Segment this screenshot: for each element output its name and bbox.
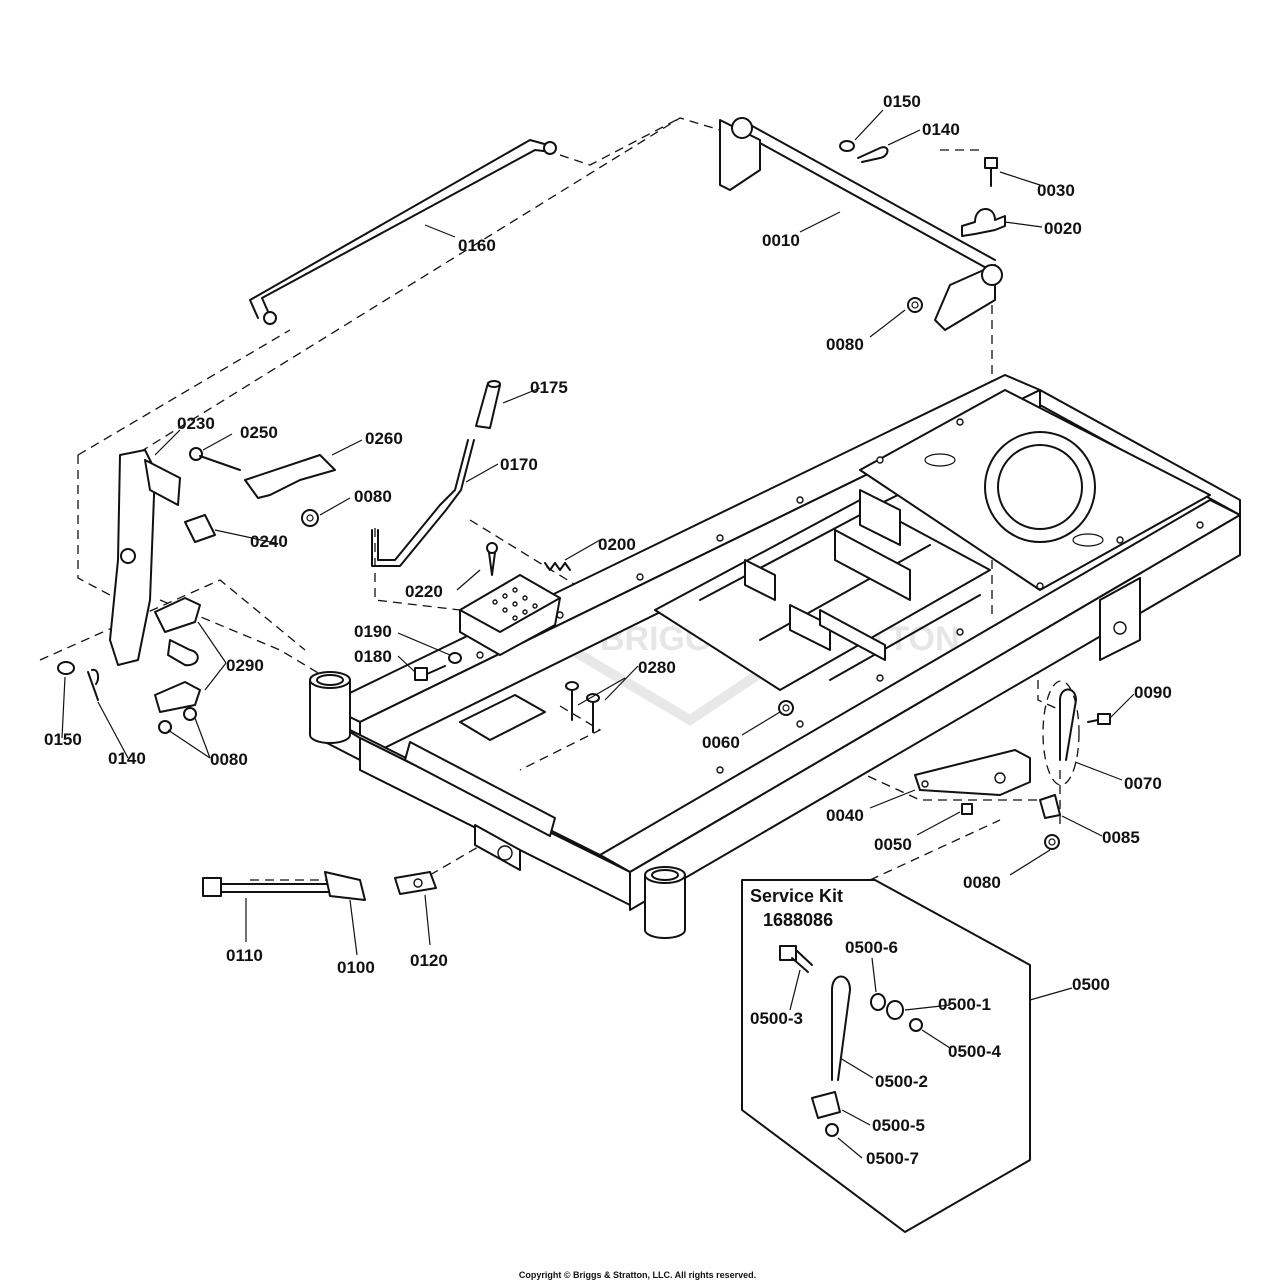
part-0150-washer-left — [57, 661, 75, 675]
mower-frame — [309, 374, 1241, 939]
label-0150-top: 0150 — [883, 92, 921, 111]
part-0060-nut — [778, 700, 794, 716]
part-0280-bolts — [565, 681, 600, 733]
label-0500-6: 0500-6 — [845, 938, 898, 957]
part-0040-bracket — [914, 749, 1031, 796]
label-0500-4: 0500-4 — [948, 1042, 1001, 1061]
label-0190: 0190 — [354, 622, 392, 641]
part-0080-nut-rear — [907, 297, 923, 313]
label-0280: 0280 — [638, 658, 676, 677]
label-0020: 0020 — [1044, 219, 1082, 238]
part-0140-pin-left — [87, 668, 100, 701]
part-0140-pin-top — [857, 146, 889, 163]
label-0180: 0180 — [354, 647, 392, 666]
part-labels: 0150 0140 0030 0020 0010 0160 0080 0175 … — [44, 92, 1172, 1168]
part-0080-nut-bracket — [301, 509, 319, 527]
service-kit-number: 1688086 — [763, 910, 833, 930]
part-0290-clamp — [154, 597, 201, 713]
label-0060: 0060 — [702, 733, 740, 752]
part-0240-spacer — [184, 514, 216, 543]
service-kit-box: Service Kit 1688086 — [741, 879, 1031, 1233]
label-0500: 0500 — [1072, 975, 1110, 994]
part-0110-bolt — [202, 877, 336, 897]
part-0050-bolt — [961, 803, 973, 815]
part-0120-clevis — [394, 871, 437, 895]
part-0160-rod — [249, 139, 557, 325]
label-0080-rear: 0080 — [826, 335, 864, 354]
leader-lines — [61, 109, 1135, 1159]
part-0260-bracket — [244, 454, 336, 499]
label-0290: 0290 — [226, 656, 264, 675]
label-0250: 0250 — [240, 423, 278, 442]
copyright-notice: Copyright © Briggs & Stratton, LLC. All … — [518, 1270, 757, 1280]
label-0500-1: 0500-1 — [938, 995, 991, 1014]
label-0140-left: 0140 — [108, 749, 146, 768]
label-0170: 0170 — [500, 455, 538, 474]
part-0170-rod — [371, 439, 475, 567]
label-0150-left: 0150 — [44, 730, 82, 749]
label-0080-bracket: 0080 — [354, 487, 392, 506]
part-0080-nut-right — [1044, 834, 1060, 850]
label-0175: 0175 — [530, 378, 568, 397]
part-0020-clamp — [961, 208, 1006, 237]
label-0110: 0110 — [226, 946, 263, 965]
label-0230: 0230 — [177, 414, 215, 433]
label-0070: 0070 — [1124, 774, 1162, 793]
label-0500-2: 0500-2 — [875, 1072, 928, 1091]
label-0140-top: 0140 — [922, 120, 960, 139]
part-0085-block — [1039, 794, 1061, 819]
service-kit-title: Service Kit — [750, 886, 843, 906]
label-0500-5: 0500-5 — [872, 1116, 925, 1135]
part-0150-washer-top — [839, 140, 855, 152]
label-0160: 0160 — [458, 236, 496, 255]
label-0200: 0200 — [598, 535, 636, 554]
part-0010-lift-shaft — [719, 117, 1003, 331]
label-0085: 0085 — [1102, 828, 1140, 847]
label-0220: 0220 — [405, 582, 443, 601]
part-0175-sleeve — [475, 380, 501, 429]
label-0040: 0040 — [826, 806, 864, 825]
part-0200-spring — [544, 562, 571, 571]
label-0500-7: 0500-7 — [866, 1149, 919, 1168]
label-0090: 0090 — [1134, 683, 1172, 702]
part-0180-bolt — [414, 665, 446, 681]
part-pedal — [459, 574, 561, 656]
part-0190-washer — [448, 652, 462, 664]
label-0240: 0240 — [250, 532, 288, 551]
label-0500-3: 0500-3 — [750, 1009, 803, 1028]
label-0050: 0050 — [874, 835, 912, 854]
part-0230-lever-plate — [109, 449, 199, 667]
part-0220-pin — [486, 542, 498, 576]
label-0010: 0010 — [762, 231, 800, 250]
part-0250-bolt — [189, 447, 241, 471]
label-0100: 0100 — [337, 958, 375, 977]
part-0030-bolt — [984, 157, 998, 187]
part-0070-eyebolt — [1059, 688, 1077, 761]
label-0080-lower: 0080 — [210, 750, 248, 769]
label-0030: 0030 — [1037, 181, 1075, 200]
part-0090-bolt — [1087, 713, 1111, 725]
label-0080-right: 0080 — [963, 873, 1001, 892]
label-0120: 0120 — [410, 951, 448, 970]
part-0100-block — [324, 871, 366, 901]
label-0260: 0260 — [365, 429, 403, 448]
